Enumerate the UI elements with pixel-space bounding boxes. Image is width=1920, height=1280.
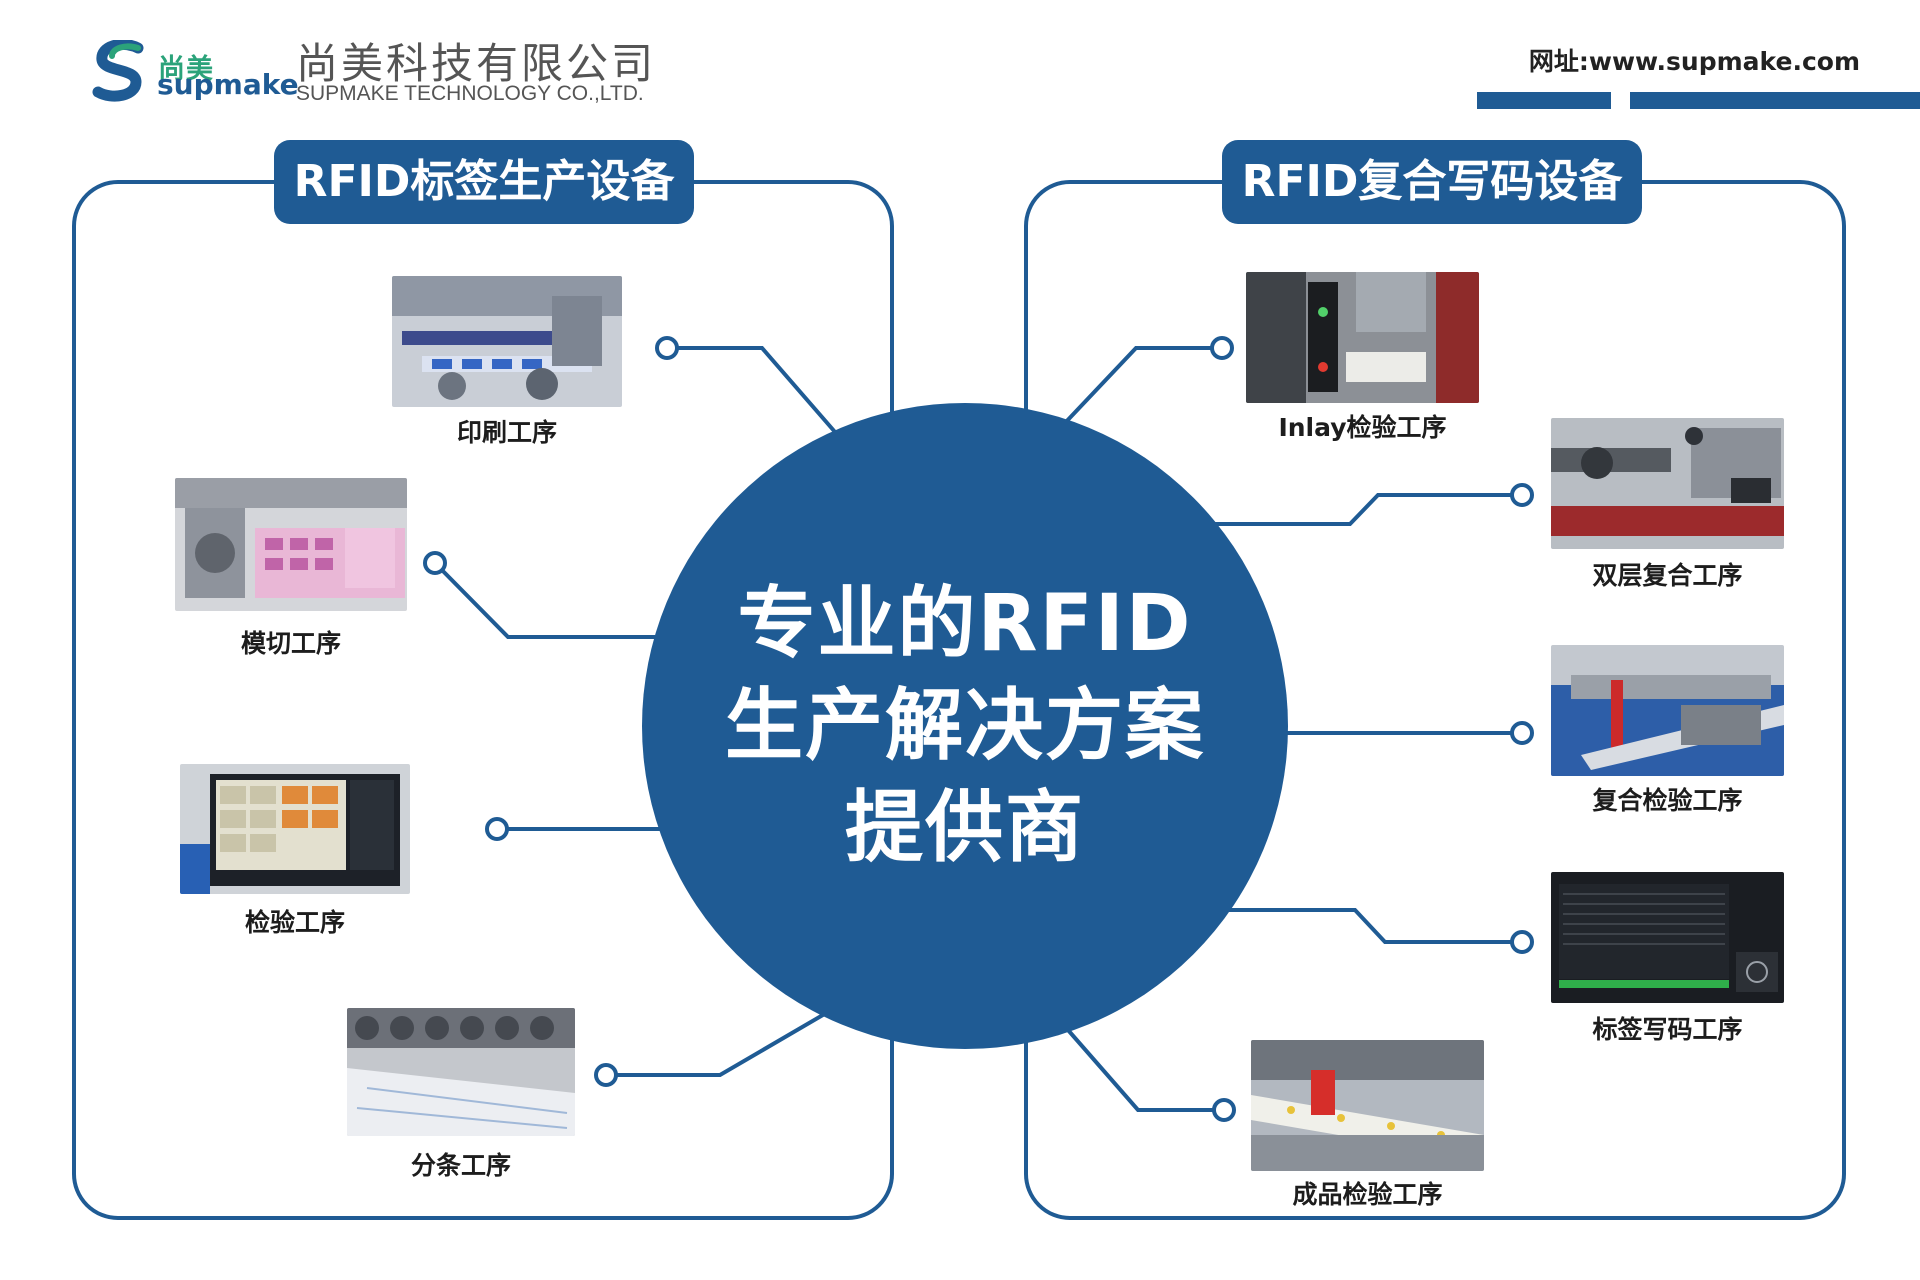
logo-english-name: supmake xyxy=(157,68,299,101)
connector-node xyxy=(1510,721,1534,745)
step-label: 检验工序 xyxy=(244,908,345,937)
right-panel-title: RFID复合写码设备 xyxy=(1222,140,1642,224)
step-label: Inlay检验工序 xyxy=(1278,413,1447,442)
connector-node xyxy=(655,336,679,360)
step-label: 印刷工序 xyxy=(456,418,557,447)
header-accent-bar xyxy=(1477,92,1611,109)
step-label: 复合检验工序 xyxy=(1592,786,1743,815)
step-label: 标签写码工序 xyxy=(1592,1015,1743,1044)
company-name-chinese: 尚美科技有限公司 xyxy=(296,39,657,88)
logo-chinese-name: 尚美 xyxy=(158,54,214,85)
slogan-line-1: 专业的RFID xyxy=(737,579,1193,669)
step-label: 分条工序 xyxy=(410,1151,511,1180)
connector-node xyxy=(485,817,509,841)
connector-node xyxy=(1212,1098,1236,1122)
connector-node xyxy=(423,551,447,575)
header-accent-bar xyxy=(1630,92,1920,109)
inspection-monitor-photo xyxy=(180,764,410,894)
inlay-inspection-photo xyxy=(1246,272,1479,403)
slitting-photo xyxy=(347,1008,575,1136)
connector-node xyxy=(1510,483,1534,507)
left-panel-title: RFID标签生产设备 xyxy=(274,140,694,224)
step-label: 双层复合工序 xyxy=(1592,561,1743,590)
double-layer-lamination-photo xyxy=(1551,418,1784,549)
company-name-english: SUPMAKE TECHNOLOGY CO.,LTD. xyxy=(296,82,644,105)
slogan-line-2: 生产解决方案 xyxy=(724,681,1205,771)
composite-inspection-photo xyxy=(1551,645,1784,776)
finished-product-inspection-photo xyxy=(1251,1040,1484,1171)
connector-node xyxy=(1210,336,1234,360)
printing-photo xyxy=(392,276,622,407)
website-address[interactable]: 网址:www.supmake.com xyxy=(1528,47,1860,76)
tag-encoding-screen-photo xyxy=(1551,872,1784,1003)
connector-node xyxy=(594,1063,618,1087)
center-slogan-circle: 专业的RFID 生产解决方案 提供商 xyxy=(642,403,1288,1049)
die-cutting-photo xyxy=(175,478,407,611)
slogan-line-3: 提供商 xyxy=(844,783,1085,873)
step-label: 成品检验工序 xyxy=(1292,1180,1443,1209)
connector-node xyxy=(1510,930,1534,954)
step-label: 模切工序 xyxy=(240,629,341,658)
supmake-logo-icon xyxy=(92,39,148,104)
